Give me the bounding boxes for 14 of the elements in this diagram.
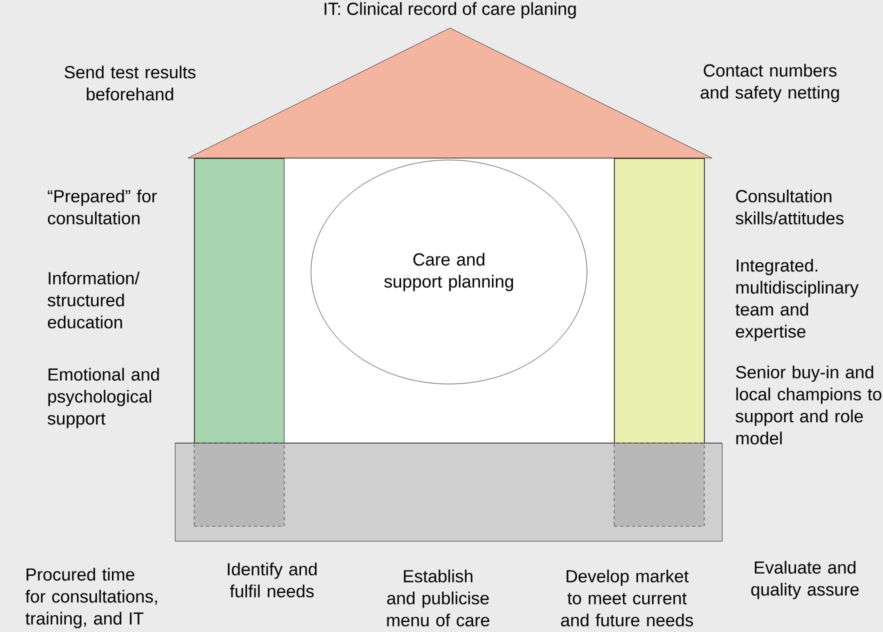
pillar <box>614 158 705 444</box>
pillar <box>194 158 285 444</box>
label-text: Send test results beforehand <box>64 66 196 100</box>
label-text: Emotional and psychological support <box>48 368 159 428</box>
footing-box <box>614 443 704 526</box>
label-text: Establish and publicise menu of care <box>387 570 490 626</box>
footing-box <box>194 443 284 526</box>
label-text: Consultation skills/attitudes <box>736 190 844 224</box>
label-text: Evaluate and quality assure <box>751 560 859 600</box>
label-text: Contact numbers and safety netting <box>700 64 839 102</box>
node-label: IT: Clinical record of care planing <box>324 2 576 18</box>
label-text: Senior buy-in and local champions to support and role model <box>736 366 882 444</box>
label-text: “Prepared” for consultation <box>48 190 157 224</box>
label-text: Identify and fulfil needs <box>228 562 317 598</box>
